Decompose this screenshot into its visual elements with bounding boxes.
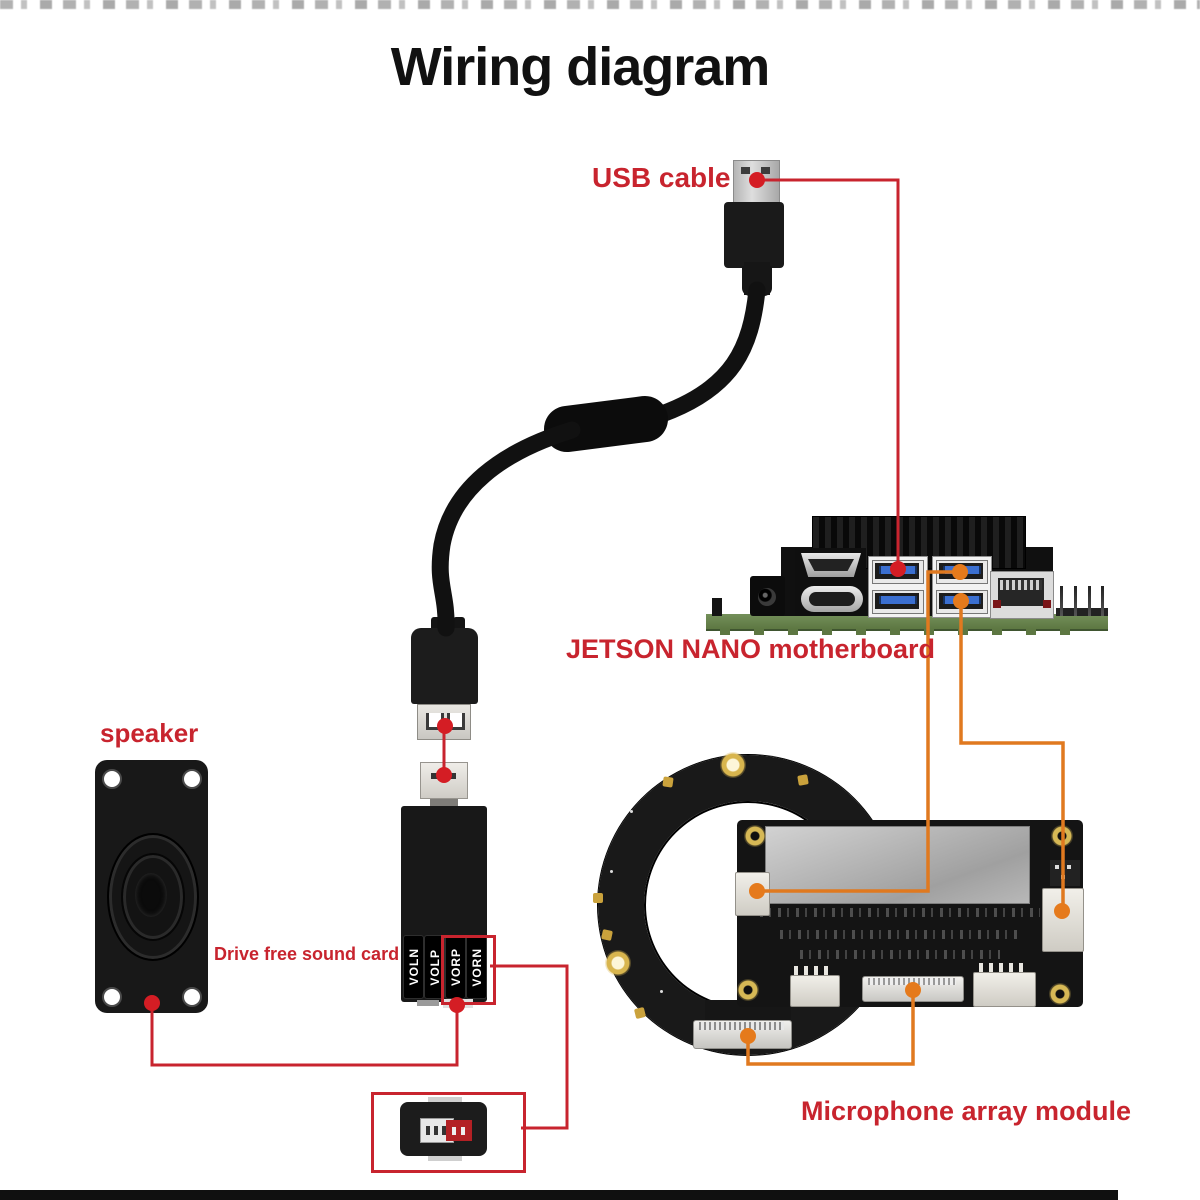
silkscreen-mark (660, 990, 663, 993)
motherboard-label: JETSON NANO motherboard (566, 634, 936, 664)
usb-cable (431, 421, 581, 637)
sound-card-label: Drive free sound card (214, 944, 400, 964)
wire-usb-to-mic-left (758, 570, 960, 893)
hdmi-port-slot (808, 559, 854, 571)
usb3-blue-tongue (879, 596, 917, 604)
ffc-contacts (699, 1022, 784, 1030)
ethernet-led (1043, 600, 1051, 608)
connection-dot-orange (905, 982, 921, 998)
connection-dot-orange (1054, 903, 1070, 919)
speaker-mount-hole (182, 987, 202, 1007)
cable-strain-nub (453, 617, 465, 631)
connection-dot-orange (749, 883, 765, 899)
motherboard-component (712, 598, 722, 616)
vorp-vorn-highlight-box (441, 935, 496, 1005)
speaker-mount-hole (102, 987, 122, 1007)
usb3-port-bottom-left (872, 590, 924, 614)
gpio-pin (1088, 586, 1091, 616)
smd-components-row (800, 950, 1000, 959)
pin-label-volp: VOLP (424, 935, 445, 999)
module-4pin-connector-right (973, 972, 1036, 1007)
page-title: Wiring diagram (390, 37, 771, 97)
speaker-cone-center (135, 873, 167, 917)
wire-ring-to-module (746, 990, 915, 1066)
motherboard-pcb-pins (720, 629, 1090, 635)
usb-cable-end-plug (411, 628, 478, 704)
module-mount-hole (737, 979, 759, 1001)
wire-usb-to-motherboard (764, 178, 900, 569)
gpio-pin (1074, 586, 1077, 616)
module-mount-hole (744, 825, 766, 847)
speaker-body (95, 760, 208, 1013)
mic-ring-led-pad (720, 752, 746, 778)
wire-pins-to-detail (490, 964, 569, 1130)
silkscreen-mark (630, 810, 633, 813)
connection-dot-orange (952, 564, 968, 580)
usb-plug-body (724, 202, 784, 268)
silkscreen-mark (610, 870, 613, 873)
mic-ring-led-pad (605, 950, 631, 976)
speaker-mount-hole (182, 769, 202, 789)
connection-dot-red (890, 561, 906, 577)
connection-dot-red (436, 767, 452, 783)
ethernet-led (993, 600, 1001, 608)
wire-speaker-to-soundcard (150, 1003, 459, 1067)
module-mount-hole (1049, 983, 1071, 1005)
smd-components-row (780, 930, 1020, 939)
cropped-text-artifact (0, 0, 1200, 9)
usb-cable-label: USB cable (592, 162, 731, 193)
gpio-header-base (1056, 608, 1108, 616)
detail-tab (428, 1155, 462, 1161)
connection-dot-orange (953, 593, 969, 609)
jst-pins (794, 966, 834, 976)
smd-components-row (760, 908, 1040, 917)
pin-label-voln: VOLN (403, 935, 424, 999)
sound-card-output-tab (417, 1000, 439, 1006)
mic-module-label: Microphone array module (801, 1096, 1132, 1126)
module-4pin-connector-left (790, 975, 840, 1007)
connection-dot-orange (740, 1028, 756, 1044)
jst-pins (979, 963, 1029, 973)
connection-dot-red (144, 995, 160, 1011)
display-port-slot (809, 592, 855, 606)
speaker-mount-hole (102, 769, 122, 789)
gpio-pin (1060, 586, 1063, 616)
gpio-pin (1101, 586, 1104, 616)
usb-contact-hole (761, 167, 770, 174)
connection-dot-red (749, 172, 765, 188)
usb-pin (431, 773, 439, 779)
usb-cable (653, 281, 766, 423)
cropped-edge-artifact (0, 1190, 1118, 1200)
detail-tab (428, 1097, 462, 1103)
usb-contact-hole (741, 167, 750, 174)
usb-pin (448, 773, 456, 779)
ethernet-contacts (1000, 580, 1042, 590)
mic-pad (593, 893, 603, 903)
speaker-plug-detail-box (371, 1092, 526, 1173)
speaker-label: speaker (100, 718, 199, 748)
connection-dot-red (449, 997, 465, 1013)
connection-dot-red (437, 718, 453, 734)
speaker-plug-red-housing (446, 1120, 472, 1141)
power-jack-pin (758, 588, 776, 606)
ffc-contacts (868, 978, 956, 985)
wire-usb-to-mic-right (959, 601, 1065, 911)
